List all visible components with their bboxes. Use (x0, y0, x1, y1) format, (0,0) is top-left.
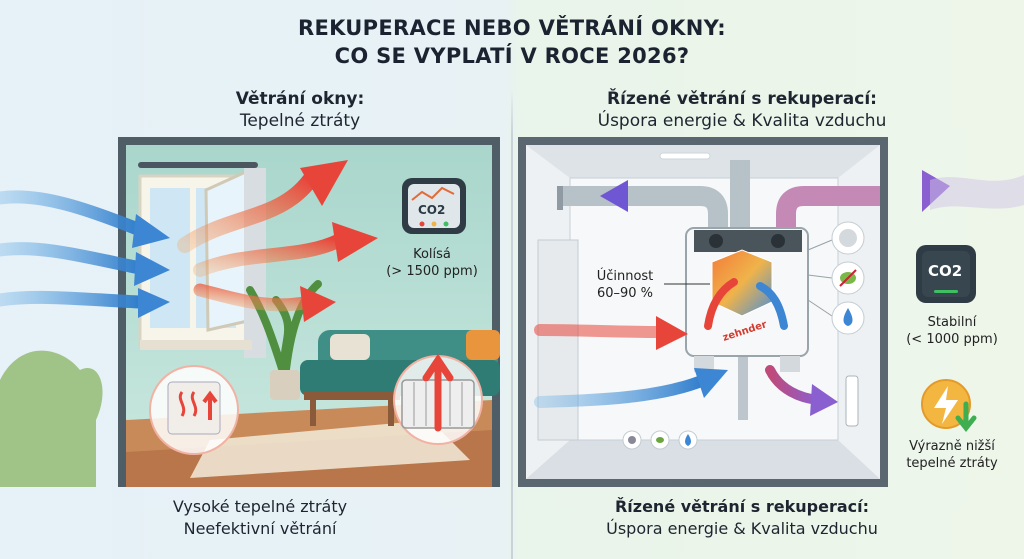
energy-savings-icon (921, 379, 977, 433)
pollen-filter-icon (807, 221, 865, 255)
efficiency-readout: Účinnost 60–90 % (580, 268, 670, 302)
right-co2-icon-label: CO2 (928, 262, 963, 280)
vent-duct (730, 160, 750, 232)
radiator-icon (393, 353, 483, 445)
right-co2-value: (< 1000 ppm) (906, 332, 998, 347)
right-co2-status: Stabilní (927, 315, 977, 330)
left-co2-status: Kolísá (413, 247, 451, 262)
co2-sensor-icon (916, 245, 976, 303)
savings-line-2: tepelné ztráty (906, 456, 998, 471)
cold-air-in-arrows (0, 190, 170, 318)
page-title: REKUPERACE NEBO VĚTRÁNÍ OKNY: CO SE VYPL… (0, 14, 1024, 70)
left-heading-title: Větrání okny: (235, 89, 365, 109)
right-co2-reading: Stabilní (< 1000 ppm) (896, 314, 1008, 348)
center-divider (511, 88, 513, 559)
wall-vent (845, 375, 859, 427)
purple-air-arrows (600, 170, 1024, 416)
page-title-line-1: REKUPERACE NEBO VĚTRÁNÍ OKNY: (297, 16, 726, 40)
curtain-rod (138, 162, 258, 168)
right-footer: Řízené větrání s rekuperací: Úspora ener… (552, 496, 932, 540)
left-heading: Větrání okny: Tepelné ztráty (150, 88, 450, 132)
left-co2-reading: Kolísá (> 1500 ppm) (372, 246, 492, 280)
right-footer-line-2: Úspora energie & Kvalita vzduchu (606, 519, 878, 538)
left-footer: Vysoké tepelné ztráty Neefektivní větrán… (110, 496, 410, 540)
tree (0, 350, 103, 487)
efficiency-value: 60–90 % (596, 286, 654, 301)
heat-recovery-unit (685, 227, 809, 372)
radiator-icon (149, 365, 239, 455)
supply-air-arrows (534, 278, 788, 408)
left-footer-line-1: Vysoké tepelné ztráty (172, 497, 348, 516)
efficiency-label: Účinnost (596, 269, 654, 284)
left-co2-value: (> 1500 ppm) (386, 264, 478, 279)
warm-air-out-arrows (177, 160, 378, 322)
bottom-filter-icons (622, 430, 698, 450)
right-heading-title: Řízené větrání s rekuperací: (607, 89, 877, 109)
left-heading-subtitle: Tepelné ztráty (239, 111, 361, 131)
humidity-drop-icon (807, 299, 865, 335)
page-title-line-2: CO SE VYPLATÍ V ROCE 2026? (334, 44, 690, 68)
left-co2-icon-label: CO2 (418, 203, 446, 217)
right-heading-subtitle: Úspora energie & Kvalita vzduchu (597, 111, 887, 131)
savings-label: Výrazně nižší tepelné ztráty (896, 438, 1008, 472)
bacteria-filter-icon (807, 261, 865, 295)
right-heading: Řízené větrání s rekuperací: Úspora ener… (552, 88, 932, 132)
right-footer-line-1: Řízené větrání s rekuperací: (614, 497, 870, 516)
co2-sensor-icon (402, 178, 466, 234)
left-footer-line-2: Neefektivní větrání (183, 519, 337, 538)
savings-line-1: Výrazně nižší (909, 439, 995, 454)
